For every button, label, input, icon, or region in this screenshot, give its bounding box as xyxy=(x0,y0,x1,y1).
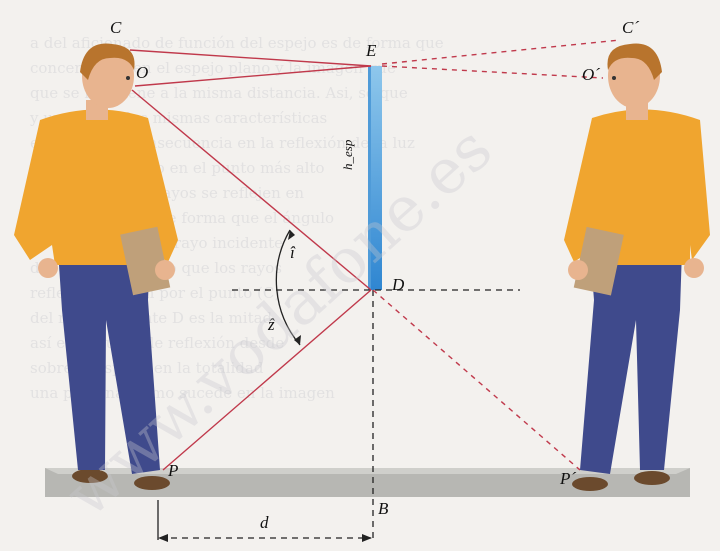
angle-arc-arrow-top xyxy=(288,230,295,240)
virtual-ray-E-O-prime xyxy=(381,65,604,79)
floor-edge xyxy=(45,468,690,474)
mirror xyxy=(369,66,382,290)
label-P-prime: P´ xyxy=(559,469,576,488)
label-d: d xyxy=(260,513,269,532)
label-P: P xyxy=(167,461,178,480)
guide-lines xyxy=(157,289,520,542)
person-right-image xyxy=(564,43,710,491)
eye-left xyxy=(126,76,130,80)
virtual-ray-D-P-prime xyxy=(372,289,581,471)
label-C: C xyxy=(110,18,122,37)
ray-P-D xyxy=(162,289,372,471)
jeans-right xyxy=(580,250,682,474)
book-left xyxy=(120,226,171,296)
hand-right-2 xyxy=(684,258,704,278)
hair-left xyxy=(80,43,135,80)
label-O: O xyxy=(136,63,148,82)
distance-arrow-left xyxy=(158,534,168,542)
angle-arc xyxy=(275,229,301,346)
mirror-edge xyxy=(368,66,371,290)
label-O-prime: O´ xyxy=(582,65,600,84)
shoe-left-1 xyxy=(72,469,108,483)
jeans-left xyxy=(58,250,160,474)
ray-O-D xyxy=(131,89,372,291)
book-right xyxy=(573,226,624,296)
sweater-right xyxy=(564,109,710,265)
label-angle-top: î xyxy=(290,243,296,262)
background-text-line: una persona, como sucede en la imagen xyxy=(30,384,335,402)
point-labels: C C´ E O O´ D P P´ B d î ẑ h_esp xyxy=(110,18,639,532)
label-mirror-height: h_esp xyxy=(340,139,355,170)
light-rays xyxy=(129,49,372,471)
ray-O-E xyxy=(134,65,372,87)
background-text-line: a del aficionado de función del espejo e… xyxy=(30,34,444,52)
hand-left-1 xyxy=(38,258,58,278)
distance-arrow-right xyxy=(362,534,372,542)
hand-left-2 xyxy=(155,260,175,280)
person-left xyxy=(14,43,178,490)
label-B: B xyxy=(378,499,389,518)
shoe-right-2 xyxy=(634,471,670,485)
hair-right xyxy=(607,43,662,80)
shoe-right-1 xyxy=(572,477,608,491)
label-C-prime: C´ xyxy=(622,18,639,37)
sweater-left xyxy=(14,109,178,265)
eye-right xyxy=(612,76,616,80)
virtual-rays xyxy=(372,39,621,471)
floor-platform xyxy=(45,468,690,497)
label-E: E xyxy=(365,41,377,60)
hand-right-1 xyxy=(568,260,588,280)
shoe-left-2 xyxy=(134,476,170,490)
angle-arc-arrow-bottom xyxy=(294,335,301,345)
label-D: D xyxy=(391,275,405,294)
label-angle-bottom: ẑ xyxy=(267,315,275,334)
ray-C-E xyxy=(129,49,372,67)
